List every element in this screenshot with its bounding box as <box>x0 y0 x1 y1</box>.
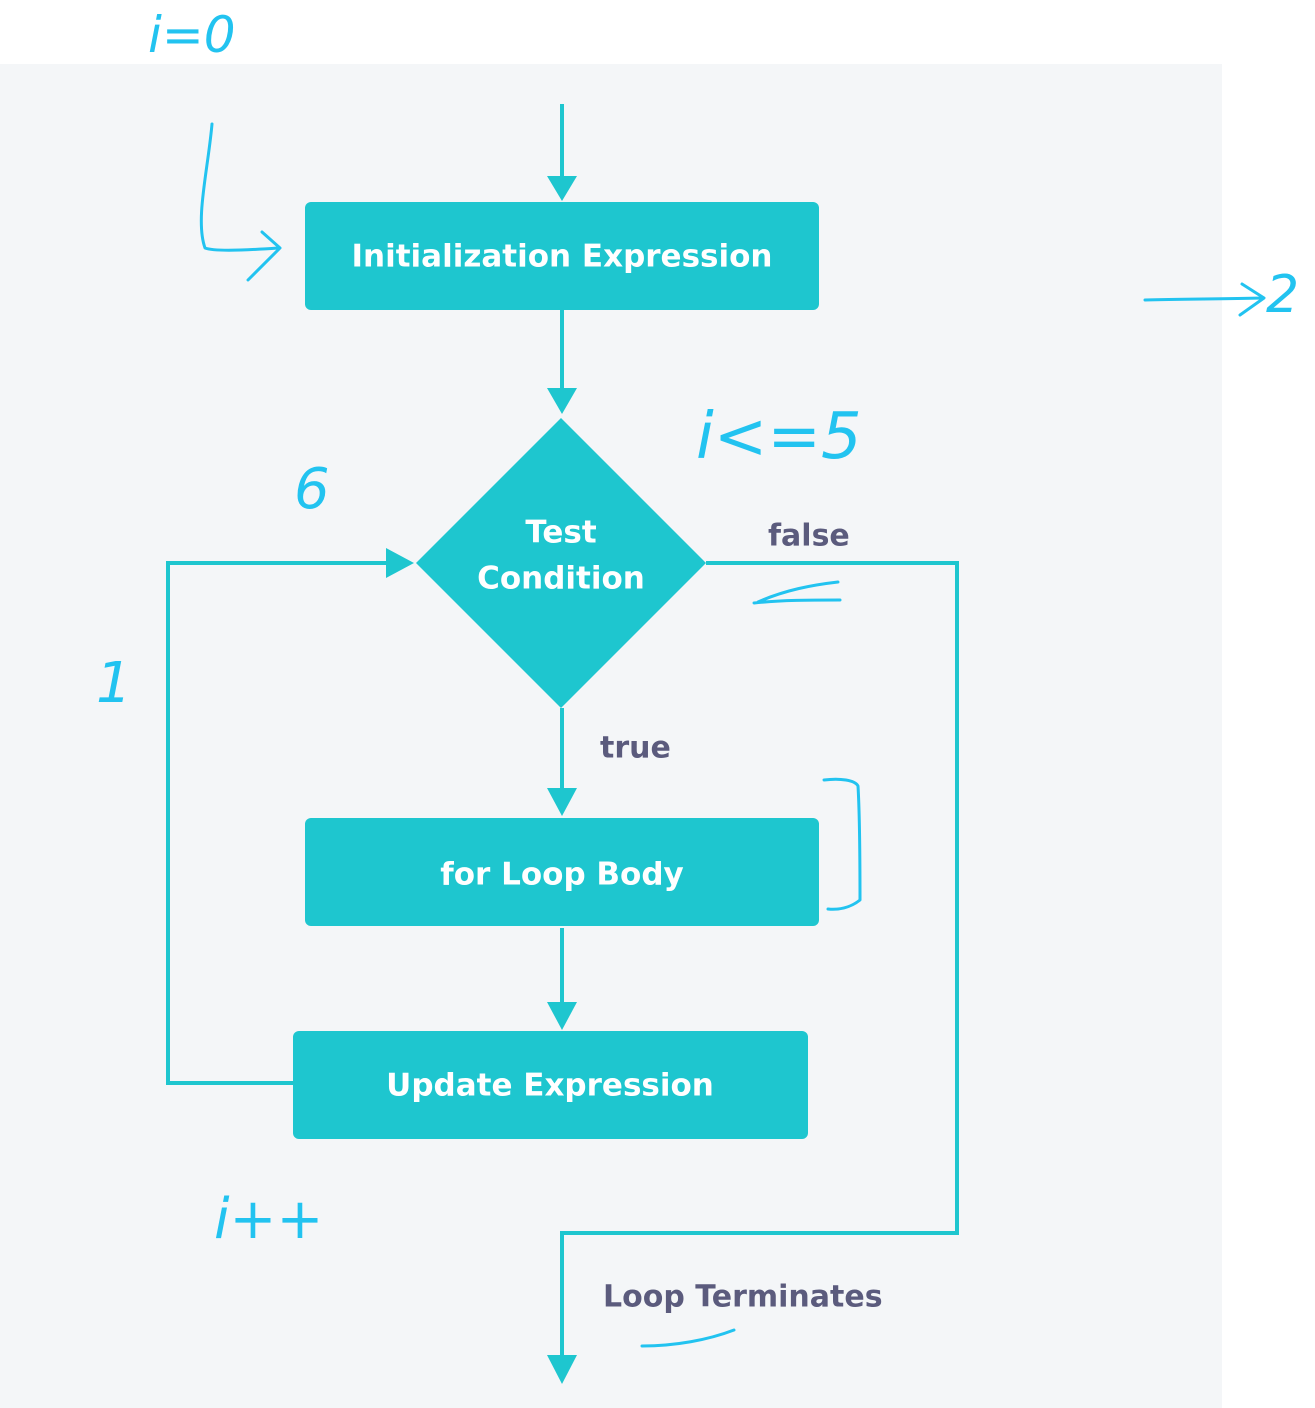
update-label: Update Expression <box>386 1068 714 1104</box>
body-to-update-arrowhead <box>547 1002 577 1030</box>
note-hook-arrow-head <box>246 230 282 282</box>
note-two-arrow <box>1143 282 1266 317</box>
test-condition-label-line2: Condition <box>477 561 645 597</box>
false-branch-line <box>560 561 959 1358</box>
entry-arrowhead <box>547 176 577 201</box>
handwritten-annotations: i=0 i<=5 6 1 i++ 2 <box>96 6 1299 1348</box>
test-condition-diamond <box>416 418 706 708</box>
loop-terminates-label: Loop Terminates <box>603 1280 883 1315</box>
test-to-body-arrowhead <box>547 788 577 816</box>
initialization-label: Initialization Expression <box>352 239 773 275</box>
init-to-test-arrowhead <box>547 388 577 414</box>
loop-back-line <box>166 561 390 1085</box>
note-six: 6 <box>294 457 330 522</box>
note-hook-arrow-line <box>199 122 280 252</box>
loop-body-node: for Loop Body <box>305 818 819 926</box>
initialization-box <box>305 202 819 310</box>
exit-arrowhead <box>547 1355 577 1384</box>
note-terminates-underline <box>640 1328 736 1348</box>
false-label: false <box>768 519 850 554</box>
note-condition: i<=5 <box>696 400 862 474</box>
loop-body-box <box>305 818 819 926</box>
note-one: 1 <box>96 651 132 716</box>
test-condition-label-line1: Test <box>525 515 597 551</box>
true-label: true <box>600 731 671 766</box>
note-two: 2 <box>1266 265 1299 325</box>
connectors <box>166 104 959 1384</box>
loop-back-arrowhead <box>386 548 414 578</box>
initialization-node: Initialization Expression <box>305 202 819 310</box>
loop-body-label: for Loop Body <box>440 857 684 893</box>
note-increment: i++ <box>214 1187 323 1252</box>
update-box <box>293 1031 808 1139</box>
test-condition-node: Test Condition <box>416 418 706 708</box>
note-body-bracket <box>822 777 862 911</box>
note-false-underline <box>752 580 842 605</box>
update-node: Update Expression <box>293 1031 808 1139</box>
note-init-value: i=0 <box>148 6 236 64</box>
